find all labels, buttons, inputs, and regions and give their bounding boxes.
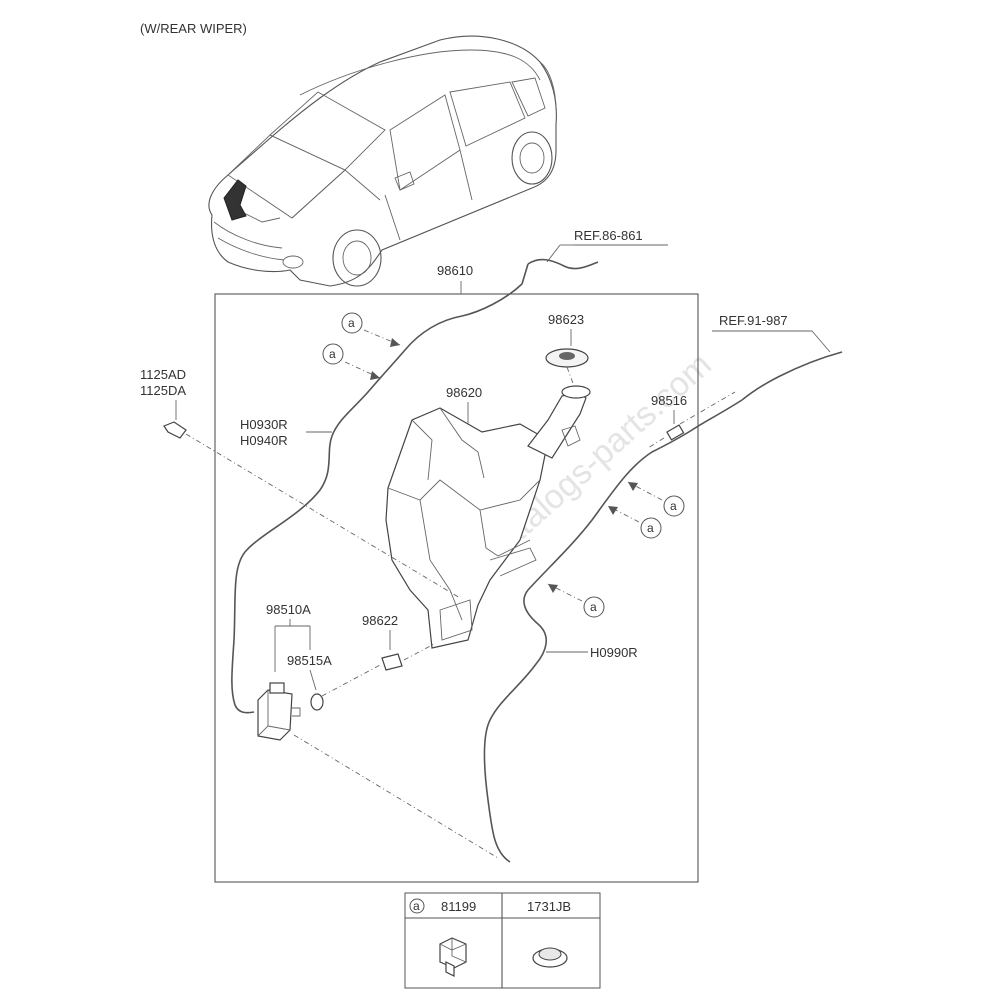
- label-98622: 98622: [362, 613, 398, 628]
- label-98623: 98623: [548, 312, 584, 327]
- car-illustration: [208, 35, 557, 287]
- svg-text:a: a: [670, 499, 677, 513]
- label-ref-91-987: REF.91-987: [719, 313, 788, 328]
- clip-marker-3: a: [627, 481, 685, 517]
- seal-part: [310, 693, 324, 711]
- legend-table: a 81199 1731JB: [404, 892, 601, 989]
- label-98620: 98620: [446, 385, 482, 400]
- label-98610: 98610: [437, 263, 473, 278]
- clip-81199-part: [439, 937, 467, 977]
- pump-part: [257, 682, 301, 741]
- clip-marker-5: a: [547, 583, 605, 618]
- label-98516: 98516: [651, 393, 687, 408]
- nozzle-part: [666, 424, 685, 441]
- legend-marker: a: [413, 899, 420, 913]
- label-h0940r: H0940R: [240, 433, 288, 448]
- clip-marker-2: a: [322, 343, 381, 380]
- label-98510a: 98510A: [266, 602, 311, 617]
- front-hose-end: [527, 258, 599, 270]
- svg-text:a: a: [329, 347, 336, 361]
- legend-part-81199: 81199: [441, 899, 476, 914]
- assembly-frame: [214, 293, 699, 883]
- label-ref-86-861: REF.86-861: [574, 228, 643, 243]
- svg-text:a: a: [348, 316, 355, 330]
- grommet-part: [381, 653, 403, 671]
- label-1125ad: 1125AD: [140, 367, 186, 382]
- hose-h0930r: [231, 283, 523, 714]
- label-1125da: 1125DA: [140, 383, 186, 398]
- label-98515a: 98515A: [287, 653, 332, 668]
- clip-marker-1: a: [341, 312, 401, 347]
- rear-hose-end: [741, 351, 843, 401]
- svg-text:a: a: [647, 521, 654, 535]
- bolt-part: [163, 421, 187, 439]
- hose-h0990r: [483, 399, 743, 863]
- washer-reservoir: [385, 385, 591, 649]
- label-h0990r: H0990R: [590, 645, 638, 660]
- grommet-1731jb-part: [532, 947, 568, 968]
- diagram-title: (W/REAR WIPER): [140, 21, 247, 36]
- clip-marker-4: a: [607, 505, 662, 539]
- svg-text:a: a: [590, 600, 597, 614]
- label-h0930r: H0930R: [240, 417, 288, 432]
- legend-part-1731jb: 1731JB: [527, 899, 571, 914]
